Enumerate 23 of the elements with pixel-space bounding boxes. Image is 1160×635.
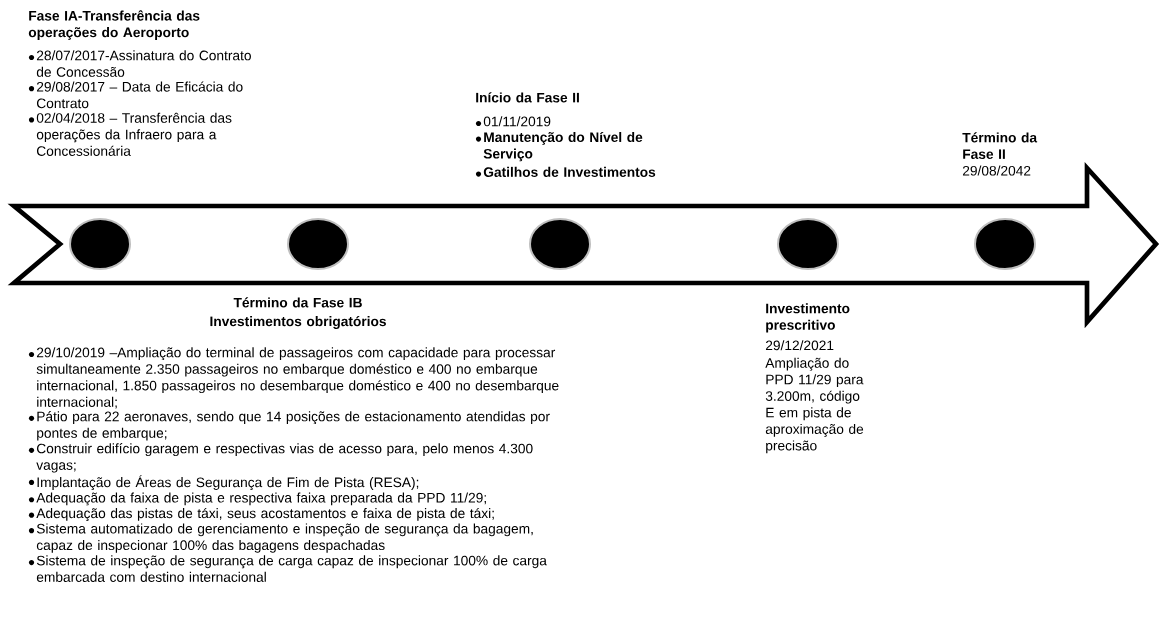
item-text: Sistema automatizado de gerenciamento e inspeção de segurança da bagagem, capaz de inspecionar 100% das bagagens despachadas: [36, 523, 533, 553]
item-text: Implantação de Áreas de Segurança de Fim de Pista (RESA);: [37, 475, 419, 490]
item-text: 29/08/2042: [962, 165, 1031, 176]
item-text: 28/07/2017-Assinatura do Contrato de Concessão: [36, 50, 251, 77]
item-text: Construir edifício garagem e respectivas vias de acesso para, pelo menos 4.300 vagas;: [36, 443, 533, 473]
item-text: Gatilhos de Investimentos: [483, 166, 656, 177]
heading-text: Fase IA-Transferência das operações do Aeroporto: [28, 10, 200, 40]
item-text: Adequação da faixa de pista e respectiva faixa preparada da PPD 11/29;: [36, 492, 486, 506]
item-text: Adequação das pistas de táxi, seus acostamentos e faixa de pista de táxi;: [36, 507, 494, 521]
item-text: Manutenção do Nível de Serviço: [483, 131, 643, 162]
item-text: Sistema de inspeção de segurança de carga capaz de inspecionar 100% de carga embarcada com destino internacional: [36, 555, 547, 582]
heading-text: Término da Fase IB: [233, 297, 362, 308]
item-text: 01/11/2019: [483, 116, 551, 127]
item-text: Ampliação do PPD 11/29 para 3.200m, código E em pista de aproximação de precisão: [765, 357, 864, 454]
item-text: 29/12/2021: [765, 340, 834, 351]
item-text: 29/08/2017 – Data de Eficácia do Contrato: [36, 81, 243, 109]
item-text: 29/10/2019 –Ampliação do terminal de passageiros com capacidade para processar simultaneamente 2.350 passageiros no embarque doméstico e 400 no embarque internacional, 1.850 passageiros no desembarque doméstico e 400 no desembarque internacional;: [36, 347, 559, 409]
heading-text: Investimentos obrigatórios: [210, 316, 386, 329]
heading-text: Início da Fase II: [476, 92, 579, 103]
item-text: Pátio para 22 aeronaves, sendo que 14 posições de estacionamento atendidas por pontes de embarque;: [37, 411, 550, 441]
item-text: 02/04/2018 – Transferência das operações da Infraero para a Concessionária: [36, 112, 232, 156]
heading-text: Término da Fase II: [962, 132, 1038, 159]
heading-text: Investimento prescritivo: [766, 303, 850, 333]
